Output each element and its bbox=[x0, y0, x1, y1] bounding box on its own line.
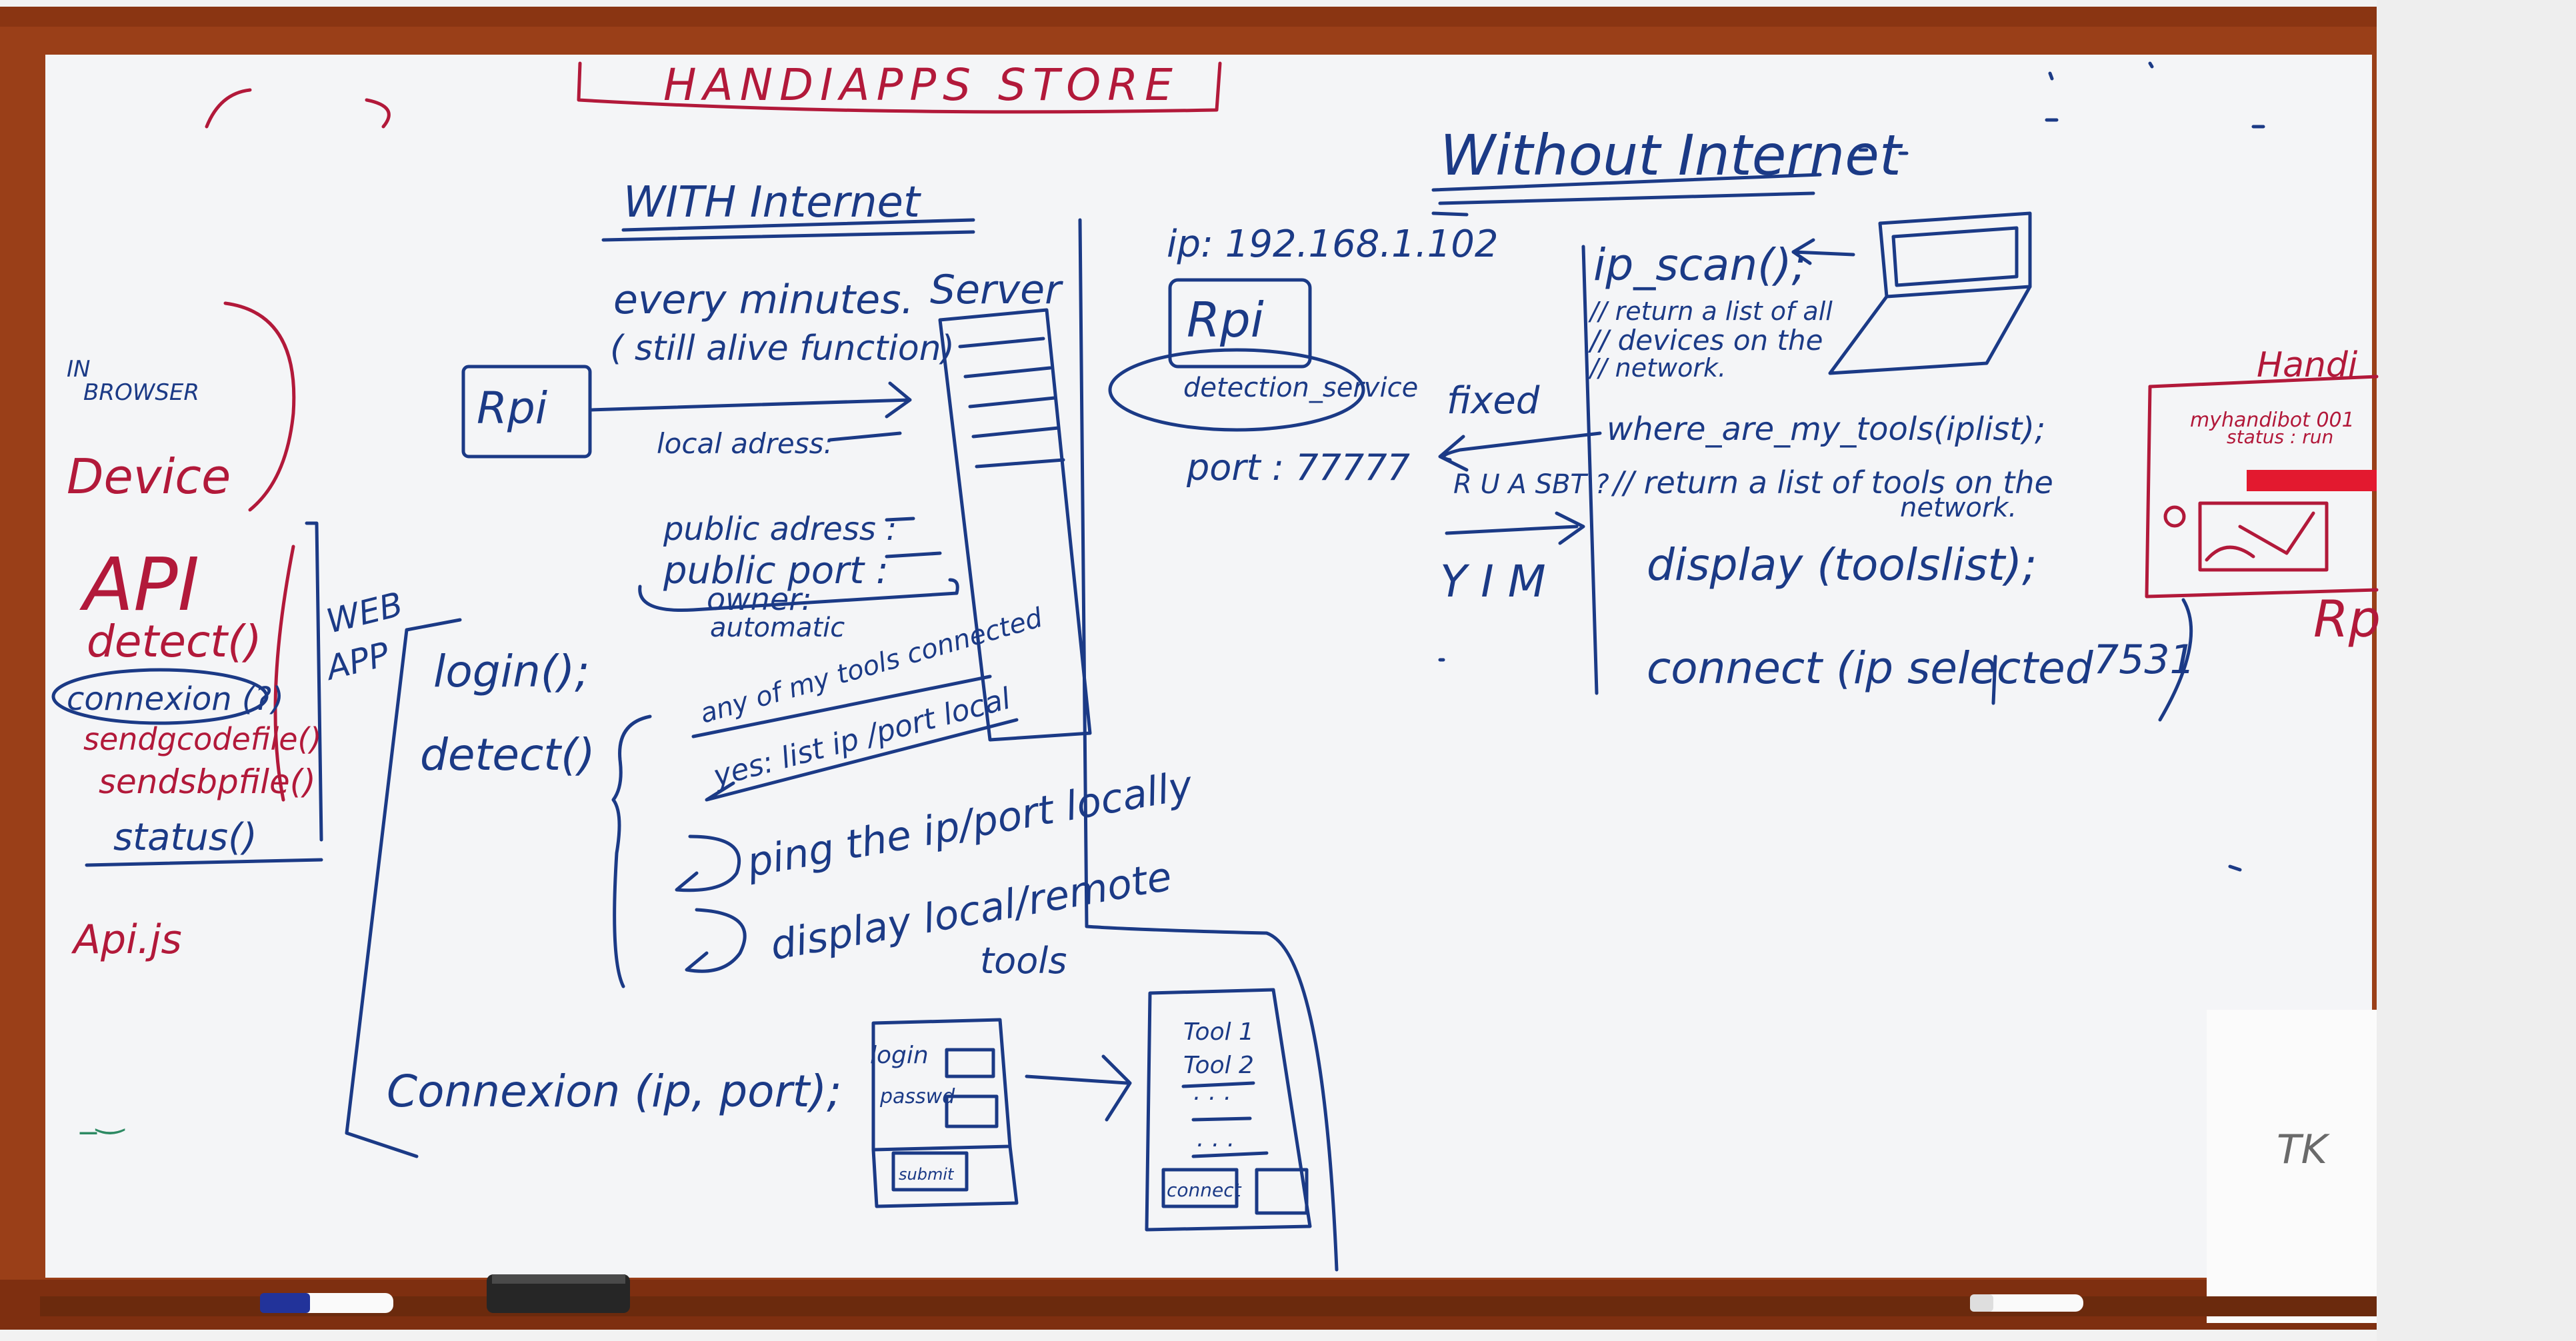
label-server: Server bbox=[930, 267, 1063, 313]
label-in-browser-2: BROWSER bbox=[83, 379, 199, 406]
login-mockup: login passwd submit bbox=[870, 1018, 1019, 1208]
method-connexion: connexion (?) bbox=[67, 680, 284, 718]
server-rack bbox=[938, 308, 1092, 742]
text-port: port : 77777 bbox=[1186, 447, 1410, 489]
laptop-icon bbox=[1828, 211, 2032, 375]
mock-tool1: Tool 1 bbox=[1183, 1018, 1254, 1046]
text-yim: Y I M bbox=[1440, 556, 1546, 607]
mock-passwd-label: passwd bbox=[879, 1085, 955, 1108]
handibot-fragment: Handi myhandibot 001 status : run bbox=[2145, 345, 2379, 599]
method-status: status() bbox=[113, 816, 257, 859]
label-device: Device bbox=[67, 449, 231, 505]
text-still-alive: ( still alive function) bbox=[610, 329, 955, 369]
marker-blue bbox=[260, 1293, 393, 1313]
mock-dots-2: . . . bbox=[1197, 1125, 1235, 1152]
mock-submit-label: submit bbox=[899, 1165, 955, 1184]
text-public-port: public port : bbox=[663, 549, 889, 593]
text-detection-service: detection_service bbox=[1183, 373, 1418, 403]
comment-where-tools-1: // return a list of tools on the bbox=[1611, 465, 2053, 501]
call-display-toolslist: display (toolslist); bbox=[1647, 539, 2037, 591]
text-paper-scribble: TK bbox=[2277, 1126, 2331, 1173]
text-automatic: automatic bbox=[710, 613, 845, 643]
mock-tool2: Tool 2 bbox=[1183, 1052, 1254, 1079]
text-tools: tools bbox=[980, 940, 1067, 982]
label-api: API bbox=[79, 542, 199, 627]
mock-connect-label: connect bbox=[1167, 1179, 1242, 1201]
board-title: HANDIAPPS STORE bbox=[663, 59, 1179, 111]
comment-ip-scan-2: // devices on the bbox=[1587, 324, 1823, 357]
text-public-adress: public adress : bbox=[663, 511, 897, 548]
marker-white bbox=[1970, 1294, 2083, 1312]
text-rp: Rp bbox=[2313, 589, 2381, 649]
method-sendsbpfile: sendsbpfile() bbox=[99, 762, 316, 801]
text-local-adress: local adress: bbox=[657, 427, 833, 460]
label-in-browser-1: IN bbox=[67, 356, 90, 383]
comment-where-tools-2: network. bbox=[1900, 493, 2017, 523]
text-handi: Handi bbox=[2257, 345, 2358, 385]
call-detect: detect() bbox=[420, 729, 595, 780]
call-connect-ip-selected: connect (ip selected bbox=[1647, 643, 2094, 694]
method-sendgcodefile: sendgcodefile() bbox=[83, 721, 321, 757]
rpi-label-without-internet: Rpi bbox=[1187, 292, 1264, 348]
heading-with-internet: WITH Internet bbox=[623, 178, 922, 227]
heading-without-internet: Without Internet bbox=[1440, 123, 1903, 188]
text-every-minutes: every minutes. bbox=[613, 277, 914, 323]
mock-dots-1: . . . bbox=[1193, 1078, 1231, 1106]
whiteboard-surface bbox=[45, 55, 2372, 1278]
text-status-run: status : run bbox=[2227, 426, 2333, 448]
paper-sheet bbox=[2207, 1010, 2377, 1323]
method-detect: detect() bbox=[87, 616, 262, 667]
label-api-js: Api.js bbox=[71, 916, 182, 963]
text-myhandibot: myhandibot 001 bbox=[2190, 409, 2355, 432]
call-where-are-my-tools: where_are_my_tools(iplist); bbox=[1607, 411, 2045, 448]
stray-dots bbox=[205, 61, 2265, 872]
rpi-box-without-internet bbox=[1168, 278, 1312, 369]
text-ruasbt: R U A SBT ? bbox=[1453, 469, 1609, 500]
eraser bbox=[487, 1274, 630, 1313]
tools-mockup: Tool 1 Tool 2 . . . . . . connect bbox=[1145, 988, 1312, 1232]
comment-ip-scan-3: // network. bbox=[1588, 353, 1726, 383]
text-number-7531: 7531 bbox=[2093, 637, 2195, 683]
wall-right bbox=[2377, 0, 2576, 1341]
call-connexion: Connexion (ip, port); bbox=[387, 1066, 842, 1117]
text-fixed: fixed bbox=[1447, 379, 1540, 423]
call-login: login(); bbox=[433, 646, 590, 697]
comment-ip-scan-1: // return a list of all bbox=[1588, 297, 1833, 326]
stray-mark: _‿ bbox=[79, 1096, 125, 1134]
text-ip-address: ip: 192.168.1.102 bbox=[1167, 223, 1498, 266]
mock-login-label: login bbox=[870, 1042, 929, 1069]
call-ip-scan: ip_scan(); bbox=[1593, 239, 1807, 291]
text-owner: owner: bbox=[707, 581, 812, 617]
rpi-label-with-internet: Rpi bbox=[477, 383, 548, 434]
